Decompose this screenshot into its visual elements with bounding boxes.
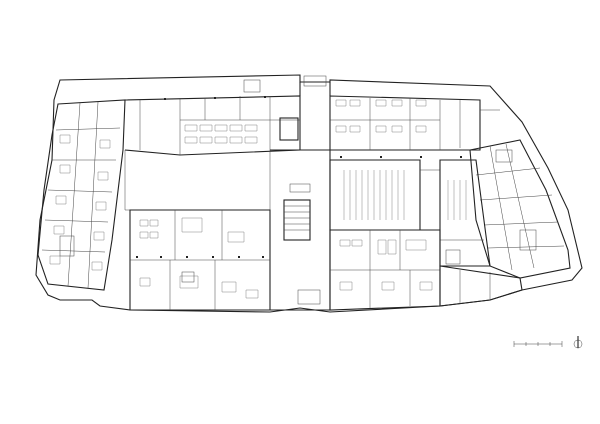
courtyard [124,150,271,211]
south-west-classrooms [129,209,271,311]
lecture-hall [329,159,441,231]
south-central-classrooms [329,229,441,311]
scale-bar [513,341,563,347]
structural-columns [136,96,462,258]
left-wing [37,99,126,291]
north-arrow-icon [573,336,583,349]
north-east-band [329,95,500,151]
south-east-block [439,249,523,307]
right-wing [469,139,571,279]
north-band [124,75,327,156]
atrium [270,149,331,311]
